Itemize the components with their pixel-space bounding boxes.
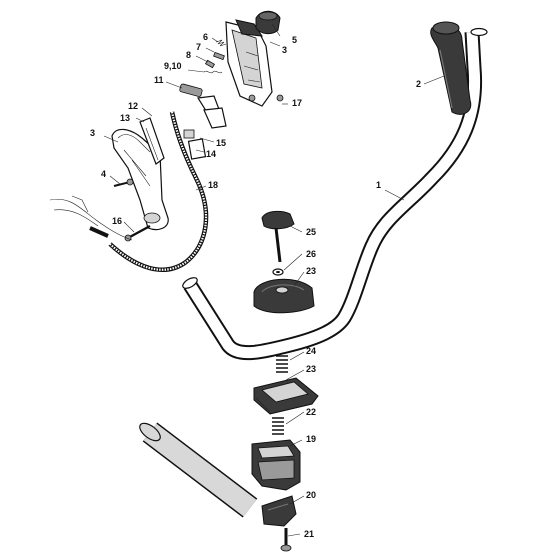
rubber-grip: [430, 21, 472, 115]
washer: [272, 268, 284, 276]
callout-13: 13: [120, 113, 130, 123]
callout-26: 26: [306, 249, 316, 259]
callout-14: 14: [206, 149, 216, 159]
control-handle-housing: [225, 19, 273, 107]
callout-23-upper: 23: [306, 266, 316, 276]
handlebar-tube: [182, 27, 488, 361]
screw-16: [124, 224, 151, 242]
wiring-harness: [49, 195, 133, 241]
callout-24: 24: [306, 346, 316, 356]
screw-4: [113, 178, 134, 187]
switch-slides: [183, 129, 207, 160]
callout-19: 19: [306, 434, 316, 444]
throttle-trigger-parts: [179, 83, 227, 129]
callout-22: 22: [306, 407, 316, 417]
spring-22: [272, 417, 284, 435]
leader-lines: [103, 23, 445, 537]
callout-6: 6: [203, 32, 208, 42]
lock-knob: [255, 10, 281, 35]
callout-21: 21: [304, 529, 314, 539]
clamp-housing: [251, 439, 301, 491]
callout-15: 15: [216, 138, 226, 148]
callout-16: 16: [112, 216, 122, 226]
callout-1: 1: [376, 180, 381, 190]
callout-20: 20: [306, 490, 316, 500]
clamp-bottom: [261, 495, 297, 527]
callout-8: 8: [186, 50, 191, 60]
trigger-lever: [139, 117, 165, 165]
callout-3-top: 3: [282, 45, 287, 55]
callout-18: 18: [208, 180, 218, 190]
clamp-knob: [261, 210, 295, 263]
callout-7: 7: [196, 42, 201, 52]
callout-25: 25: [306, 227, 316, 237]
clamp-lower: [253, 377, 319, 415]
callout-12: 12: [128, 101, 138, 111]
callout-labels: 1 2 3 3 4 5 6 7 8 9,10 11 12 13 14 15 16…: [90, 32, 421, 539]
callout-3-left: 3: [90, 128, 95, 138]
throttle-cable: [108, 111, 209, 272]
callout-9-10: 9,10: [164, 61, 182, 71]
callout-4: 4: [101, 169, 106, 179]
callout-5: 5: [292, 35, 297, 45]
screw-21: [280, 528, 292, 552]
callout-17: 17: [292, 98, 302, 108]
callout-11: 11: [154, 75, 164, 85]
callout-2: 2: [416, 79, 421, 89]
callout-23-lower: 23: [306, 364, 316, 374]
drive-shaft-tube: [139, 422, 258, 518]
spring-24: [276, 355, 288, 373]
clamp-upper: [253, 278, 315, 314]
screw-17: [276, 94, 284, 102]
small-springs-pins: [203, 39, 227, 74]
